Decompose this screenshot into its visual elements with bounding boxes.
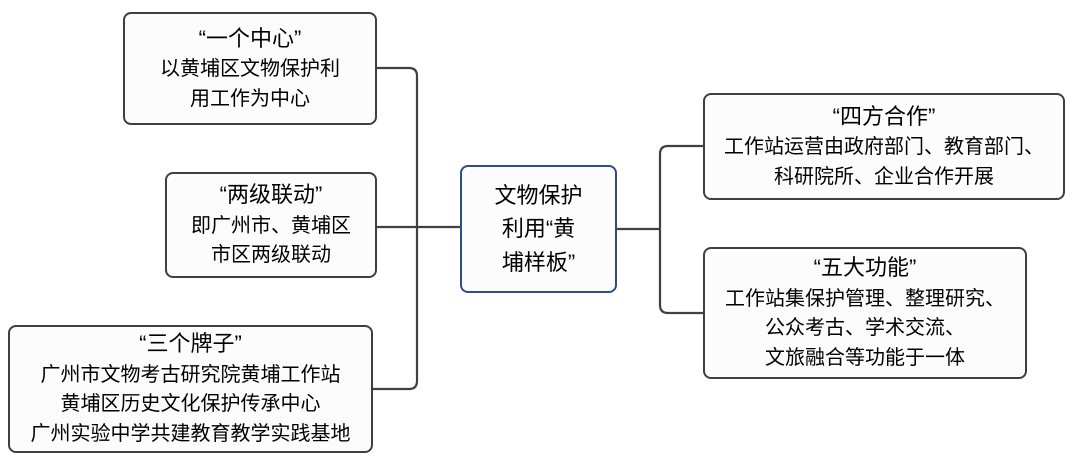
node-center-line: 利用“黄 (501, 216, 576, 242)
node-body-line: 广州市文物考古研究院黄埔工作站 (40, 363, 341, 386)
node-body-line: 市区两级联动 (211, 244, 331, 267)
node-body-line: 公众考古、学术交流、 (765, 317, 965, 340)
node-center-line: 文物保护 (494, 182, 583, 208)
node-body-line: 用工作为中心 (190, 87, 310, 110)
connector-right-bracket (658, 144, 703, 315)
node-title: “一个中心” (198, 25, 302, 51)
node-title: “五大功能” (813, 255, 917, 281)
node-body-line: 即广州市、黄埔区 (191, 214, 351, 237)
node-body-line: 文旅融合等功能于一体 (765, 347, 965, 370)
node-two-level-linkage: “两级联动” 即广州市、黄埔区 市区两级联动 (165, 172, 377, 278)
node-center-line: 埔样板” (501, 249, 576, 275)
node-body-line: 工作站集保护管理、整理研究、 (725, 287, 1005, 310)
node-body-line: 黄埔区历史文化保护传承中心 (60, 393, 321, 416)
node-three-plaques: “三个牌子” 广州市文物考古研究院黄埔工作站 黄埔区历史文化保护传承中心 广州实… (8, 325, 373, 453)
node-center-huangpu-model: 文物保护 利用“黄 埔样板” (460, 165, 617, 293)
node-title: “四方合作” (832, 103, 936, 129)
node-body-line: 广州实验中学共建教育教学实践基地 (30, 423, 351, 446)
node-one-center: “一个中心” 以黄埔区文物保护利 用工作为中心 (123, 12, 377, 125)
connector-left-bracket (373, 66, 419, 391)
node-four-party-cooperation: “四方合作” 工作站运营由政府部门、教育部门、 科研院所、企业合作开展 (703, 93, 1065, 200)
node-body-line: 科研院所、企业合作开展 (774, 165, 994, 188)
node-title: “两级联动” (219, 182, 323, 208)
node-body-line: 工作站运营由政府部门、教育部门、 (724, 136, 1044, 159)
node-body-line: 以黄埔区文物保护利 (160, 58, 340, 81)
node-title: “三个牌子” (139, 331, 242, 357)
node-five-functions: “五大功能” 工作站集保护管理、整理研究、 公众考古、学术交流、 文旅融合等功能… (703, 247, 1027, 379)
